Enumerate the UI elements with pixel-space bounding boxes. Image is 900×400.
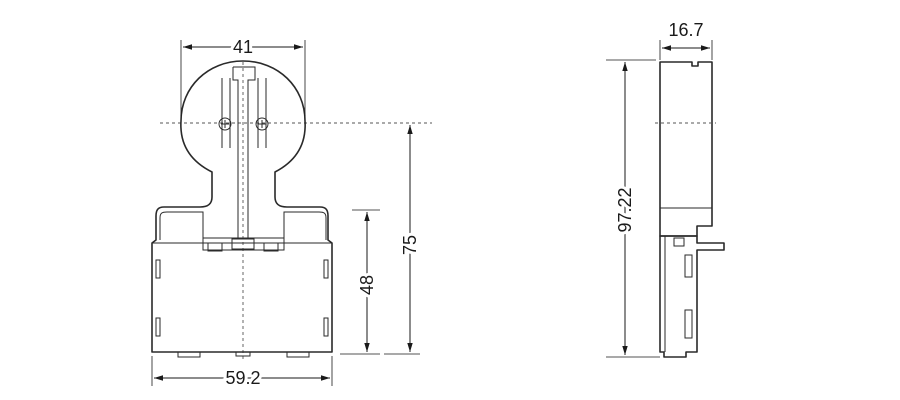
right-slot-top (323, 259, 329, 279)
right-slot-bottom (323, 317, 329, 337)
dim-label-75: 75 (400, 235, 420, 255)
side-base-outline (659, 235, 725, 358)
contact-plate (232, 66, 256, 238)
side-body-outline (659, 61, 713, 237)
bottom-tab-center (235, 351, 251, 357)
round-head-outline (180, 60, 306, 197)
dim-label-59-2: 59.2 (225, 368, 260, 388)
left-slot-bottom (155, 317, 161, 337)
side-latch-bottom (684, 309, 693, 339)
pin-left (207, 242, 223, 252)
bottom-tab-right (286, 351, 310, 358)
dim-label-41: 41 (233, 37, 253, 57)
pin-center (231, 238, 255, 250)
side-pin (673, 237, 685, 247)
side-latch-top (684, 254, 693, 278)
side-view: 16.7 97.22 (606, 20, 725, 358)
dim-label-97-22: 97.22 (615, 187, 635, 232)
left-slot-top (155, 259, 161, 279)
bottom-tab-left (177, 351, 201, 358)
mounting-bracket (151, 196, 333, 353)
pin-right (263, 242, 279, 252)
center-pin-block (202, 237, 285, 251)
dim-label-16-7: 16.7 (668, 20, 703, 40)
screw-right (255, 117, 269, 131)
screw-left (218, 117, 232, 131)
dim-label-48: 48 (357, 275, 377, 295)
bracket-inner-line (159, 211, 327, 240)
front-view: 41 59.2 48 75 (151, 34, 432, 391)
